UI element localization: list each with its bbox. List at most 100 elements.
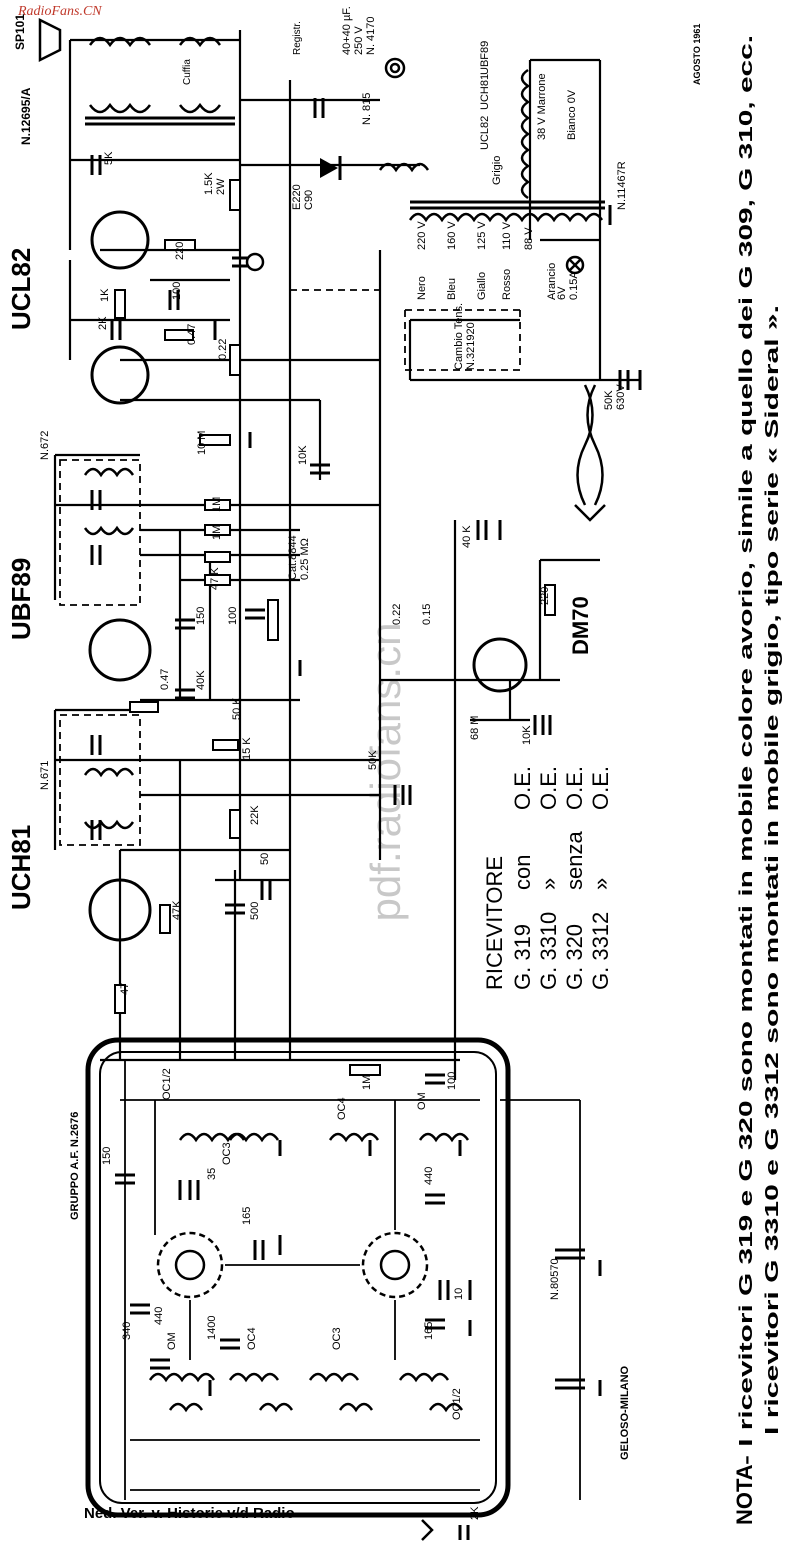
- label-arancio: Arancio: [546, 263, 558, 300]
- rf-group-wiring: [120, 1060, 581, 1500]
- coils: [83, 36, 605, 1413]
- rectifier-diode: [320, 156, 342, 180]
- component-labels: UCL82UBF89UCH81DM70SP101N.12695/ACuffiaR…: [6, 6, 702, 1520]
- receiver-mode: senza: [562, 831, 587, 890]
- label-e220: E220: [291, 184, 303, 210]
- record-jack-icon: [384, 57, 406, 79]
- tube-envelopes: [88, 210, 528, 942]
- label-r-15k: 1.5K: [203, 172, 215, 195]
- label-uch81b: UCH81: [479, 74, 491, 110]
- label-c-2kb: 2K: [469, 1506, 481, 1520]
- source-credit: RadioFans.CN: [18, 4, 102, 19]
- receiver-model: G. 319: [510, 924, 535, 990]
- receiver-model: G. 3312: [588, 912, 613, 990]
- label-ubf89b: UBF89: [479, 41, 491, 75]
- label-r-220: 220: [174, 242, 186, 260]
- label-v38: 38 V Marrone: [536, 73, 548, 140]
- label-bleu: Bleu: [446, 278, 458, 300]
- label-r-10m: 10 M: [196, 431, 208, 455]
- label-c-50k: 50K: [367, 750, 379, 770]
- label-tube-dm70: DM70: [568, 596, 593, 655]
- receiver-band: O.E.: [536, 766, 561, 810]
- label-c-100a: 100: [171, 282, 183, 300]
- label-c-35: 35: [206, 1168, 218, 1180]
- label-registr: Registr.: [292, 21, 303, 55]
- label-cat8844: Cat.8844: [287, 535, 299, 580]
- label-n815: N. 815: [361, 93, 373, 125]
- label-oc4a: OC4: [336, 1097, 348, 1120]
- receiver-mode: »: [536, 878, 561, 890]
- label-r-1k: 1K: [99, 288, 111, 302]
- label-a015: 0.15A: [568, 271, 580, 300]
- label-c-100c: 100: [446, 1072, 458, 1090]
- label-c-150b: 150: [101, 1147, 113, 1165]
- label-c90: C90: [303, 190, 315, 210]
- wave-switches: [156, 1231, 429, 1299]
- label-c-150: 150: [195, 607, 207, 625]
- receiver-table-header: RICEVITORE: [482, 856, 507, 990]
- label-tube-ucl82: UCL82: [6, 248, 36, 330]
- label-c-440a: 440: [423, 1167, 435, 1185]
- label-r-047b: 0.47: [159, 669, 171, 690]
- label-r-047a: 0.47: [186, 324, 198, 345]
- label-v110: 110 V: [501, 221, 513, 250]
- receiver-band: O.E.: [562, 766, 587, 810]
- label-cap-4040: 40+40 µF.: [341, 6, 353, 55]
- label-omb: OM: [166, 1332, 178, 1350]
- receiver-mode: con: [510, 855, 535, 890]
- label-oma: OM: [416, 1092, 428, 1110]
- label-oc12b: OC1/2: [451, 1388, 463, 1420]
- label-c-10k: 10K: [297, 445, 309, 465]
- label-v125: 125 V: [476, 221, 488, 250]
- label-r-68m: 68 M: [469, 716, 481, 740]
- label-gruppo: GRUPPO A.F. N.2676: [69, 1112, 81, 1220]
- nota-line-2: I ricevitori G 3310 e G 3312 sono montat…: [762, 305, 782, 1435]
- label-v220: 220 V: [416, 221, 428, 250]
- electrolytic-marker-icon: [245, 252, 265, 272]
- label-n672: N.672: [39, 431, 51, 460]
- ucl82-output-tube: [90, 210, 150, 270]
- uch81-tube: [88, 878, 152, 942]
- label-c-50: 50: [259, 853, 271, 865]
- ground-symbols: [178, 205, 642, 1396]
- antenna-icon: [421, 1519, 434, 1541]
- receiver-model: G. 3310: [536, 912, 561, 990]
- label-r-15kb: 15 K: [241, 737, 253, 760]
- label-bianco: Bianco 0V: [566, 89, 578, 140]
- watermark-text: pdf.radiofans.cn: [362, 623, 409, 922]
- label-n80570: N.80570: [549, 1258, 561, 1300]
- receiver-mode: »: [588, 878, 613, 890]
- label-r-50k: 50 K: [231, 697, 243, 720]
- label-v88: 88 V: [523, 227, 535, 250]
- mains-cord-icon: [576, 384, 594, 506]
- label-c-022: 0.22: [391, 604, 403, 625]
- label-c-40k: 40 K: [461, 525, 473, 548]
- receiver-model: G. 320: [562, 924, 587, 990]
- label-c-165b: 165: [423, 1322, 435, 1340]
- label-r-47k: 47 K: [209, 567, 221, 590]
- dashed-links: [59, 289, 521, 846]
- label-n671: N.671: [39, 761, 51, 790]
- nota-line-1: - I ricevitori G 319 e G 320 sono montat…: [736, 35, 756, 1465]
- label-cambio: Cambio Tens.: [453, 303, 465, 370]
- label-oc3a: OC3: [221, 1142, 233, 1165]
- label-r-47kb: 47K: [171, 900, 183, 920]
- label-giallo: Giallo: [476, 272, 488, 300]
- label-n11467r: N.11467R: [616, 161, 628, 210]
- pilot-lamp-icon: [565, 255, 585, 275]
- resistors: [114, 179, 556, 1076]
- receiver-band: O.E.: [510, 766, 535, 810]
- label-rosso: Rosso: [501, 269, 513, 300]
- label-r-1mb: 1M: [211, 525, 223, 540]
- label-r-220b: 220: [539, 587, 551, 605]
- dm70-tube: [472, 637, 528, 693]
- label-v160: 160 V: [446, 221, 458, 250]
- label-cuffia: Cuffia: [182, 59, 193, 85]
- label-c-340: 340: [121, 1322, 133, 1340]
- label-ucl82b: UCL82: [479, 116, 491, 150]
- label-c-165a: 165: [241, 1207, 253, 1225]
- label-tube-uch81: UCH81: [6, 825, 36, 910]
- label-oc12a: OC1/2: [161, 1068, 173, 1100]
